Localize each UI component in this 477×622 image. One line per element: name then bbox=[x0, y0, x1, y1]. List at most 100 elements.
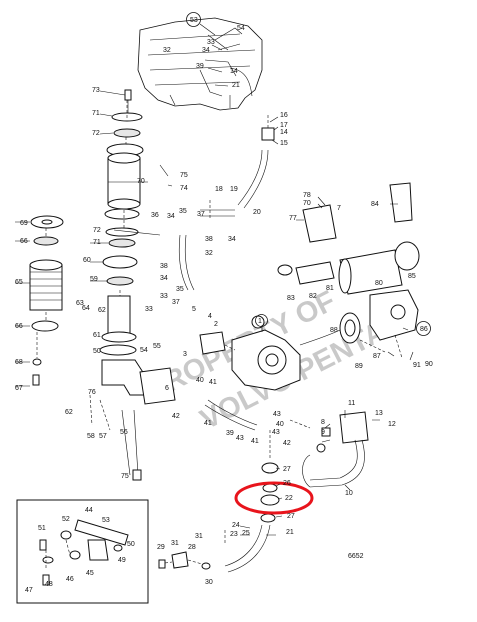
callout-70: 70 bbox=[303, 200, 311, 207]
callout-37: 37 bbox=[172, 299, 180, 306]
engine-block bbox=[137, 17, 263, 111]
callout-47: 47 bbox=[25, 587, 33, 594]
callout-73: 73 bbox=[92, 87, 100, 94]
callout-88: 88 bbox=[330, 327, 338, 334]
callout-33: 33 bbox=[145, 306, 153, 313]
callout-10: 10 bbox=[345, 490, 353, 497]
callout-69: 69 bbox=[20, 220, 28, 227]
callout-37: 37 bbox=[197, 211, 205, 218]
callout-66: 66 bbox=[20, 238, 28, 245]
callout-63: 63 bbox=[76, 300, 84, 307]
callout-13: 13 bbox=[375, 410, 383, 417]
callout-31: 31 bbox=[171, 540, 179, 547]
callout-34: 34 bbox=[167, 213, 175, 220]
callout-72: 72 bbox=[93, 227, 101, 234]
callout-32: 32 bbox=[163, 47, 171, 54]
callout-75: 75 bbox=[121, 473, 129, 480]
exhaust-elbow-stack bbox=[99, 89, 176, 405]
callout-12: 12 bbox=[388, 421, 396, 428]
callout-72: 72 bbox=[92, 130, 100, 137]
callout-26: 26 bbox=[283, 480, 291, 487]
callout-24: 24 bbox=[232, 522, 240, 529]
callout-29: 29 bbox=[157, 544, 165, 551]
callout-21: 21 bbox=[286, 529, 294, 536]
callout-14: 14 bbox=[280, 129, 288, 136]
callout-43: 43 bbox=[272, 429, 280, 436]
bottom-fasteners bbox=[158, 530, 226, 570]
callout-42: 42 bbox=[283, 440, 291, 447]
callout-38: 38 bbox=[205, 236, 213, 243]
callout-48: 48 bbox=[45, 581, 53, 588]
callout-59: 59 bbox=[90, 276, 98, 283]
callout-50: 50 bbox=[93, 348, 101, 355]
callout-34: 34 bbox=[228, 236, 236, 243]
inset-detail-box bbox=[16, 499, 149, 604]
callout-9: 9 bbox=[321, 429, 325, 436]
callout-39: 39 bbox=[226, 430, 234, 437]
callout-76: 76 bbox=[88, 389, 96, 396]
callout-5: 5 bbox=[192, 306, 196, 313]
callout-38: 38 bbox=[160, 263, 168, 270]
callout-11: 11 bbox=[348, 400, 355, 407]
callout-35: 35 bbox=[179, 208, 187, 215]
callout-23: 23 bbox=[230, 531, 238, 538]
callout-64: 64 bbox=[82, 305, 90, 312]
callout-14: 14 bbox=[230, 68, 238, 75]
callout-ring-c86 bbox=[416, 321, 431, 336]
callout-31: 31 bbox=[195, 533, 203, 540]
callout-67: 67 bbox=[15, 385, 23, 392]
callout-56: 56 bbox=[120, 429, 128, 436]
callout-89: 89 bbox=[355, 363, 363, 370]
highlight-circle-part-22 bbox=[234, 481, 314, 515]
callout-35: 35 bbox=[176, 286, 184, 293]
callout-57: 57 bbox=[99, 433, 107, 440]
callout-6: 6 bbox=[165, 385, 169, 392]
callout-8: 8 bbox=[321, 419, 325, 426]
callout-34: 34 bbox=[202, 47, 210, 54]
callout-61: 61 bbox=[93, 332, 101, 339]
callout-16: 16 bbox=[280, 112, 288, 119]
callout-ring-c1 bbox=[255, 314, 268, 327]
callout-45: 45 bbox=[86, 570, 94, 577]
callout-1: 1 bbox=[258, 318, 262, 325]
drawing-number: 6652 bbox=[348, 553, 364, 560]
callout-39: 39 bbox=[196, 63, 204, 70]
callout-41: 41 bbox=[209, 379, 217, 386]
callout-80: 80 bbox=[375, 280, 383, 287]
callout-19: 19 bbox=[230, 186, 238, 193]
callout-74: 74 bbox=[180, 185, 188, 192]
callout-18: 18 bbox=[215, 186, 223, 193]
callout-55: 55 bbox=[153, 343, 161, 350]
callout-85: 85 bbox=[408, 273, 416, 280]
callout-53: 53 bbox=[190, 17, 198, 24]
left-side-parts bbox=[29, 215, 64, 386]
callout-ring-c53 bbox=[186, 12, 201, 27]
callout-54: 54 bbox=[237, 25, 245, 32]
callout-40: 40 bbox=[196, 377, 204, 384]
callout-25: 25 bbox=[242, 530, 250, 537]
callout-82: 82 bbox=[309, 293, 317, 300]
callout-32: 32 bbox=[205, 250, 213, 257]
callout-28: 28 bbox=[188, 544, 196, 551]
callout-66: 66 bbox=[15, 323, 23, 330]
callout-49: 49 bbox=[118, 557, 126, 564]
callout-84: 84 bbox=[371, 201, 379, 208]
callout-86: 86 bbox=[420, 326, 428, 333]
turbo-assembly bbox=[178, 115, 420, 391]
callout-30: 30 bbox=[205, 579, 213, 586]
callout-42: 42 bbox=[172, 413, 180, 420]
callout-33: 33 bbox=[160, 293, 168, 300]
callout-71: 71 bbox=[92, 110, 100, 117]
callout-75: 75 bbox=[180, 172, 188, 179]
callout-44: 44 bbox=[85, 507, 93, 514]
callout-58: 58 bbox=[87, 433, 95, 440]
callout-21: 21 bbox=[232, 82, 240, 89]
callout-46: 46 bbox=[66, 576, 74, 583]
callout-70: 70 bbox=[137, 178, 145, 185]
callout-65: 65 bbox=[15, 279, 23, 286]
callout-51: 51 bbox=[38, 525, 46, 532]
callout-62: 62 bbox=[98, 307, 106, 314]
callout-34: 34 bbox=[160, 275, 168, 282]
